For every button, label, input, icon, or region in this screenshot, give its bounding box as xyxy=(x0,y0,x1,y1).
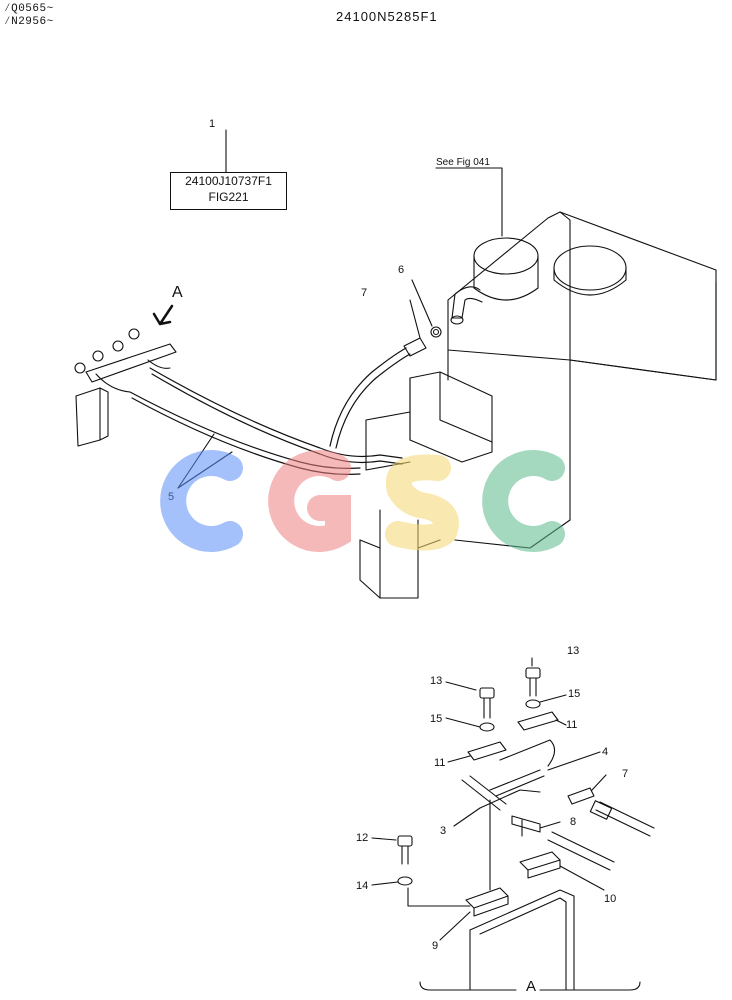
watermark-logo xyxy=(160,450,565,552)
callout-9: 9 xyxy=(432,940,439,952)
see-fig-note: See Fig 041 xyxy=(436,157,490,168)
serial-range-1: ⁄Q0565~ xyxy=(4,3,54,15)
watermark-letter-s xyxy=(385,454,459,551)
callout-13-top: 13 xyxy=(567,645,580,657)
leader-15a xyxy=(445,717,481,728)
watermark-letter-c1 xyxy=(160,450,243,552)
callout-7-detail: 7 xyxy=(622,768,629,780)
watermark-letter-g xyxy=(268,450,351,552)
callout-3: 3 xyxy=(440,825,447,837)
leader-see-fig xyxy=(435,167,503,237)
reference-box: 24100J10737F1 FIG221 xyxy=(170,172,287,210)
callout-14: 14 xyxy=(356,880,369,892)
leader-4 xyxy=(547,751,601,771)
leader-14 xyxy=(371,881,399,886)
serial-range-2: ⁄N2956~ xyxy=(4,16,54,28)
callout-11: 11 xyxy=(434,757,446,769)
leader-11b xyxy=(555,719,567,726)
callout-11-right: 11 xyxy=(566,719,578,731)
leader-10 xyxy=(559,865,605,891)
callout-12: 12 xyxy=(356,832,369,844)
leader-3 xyxy=(453,807,481,827)
leader-13a xyxy=(445,681,477,691)
detail-view-a xyxy=(371,657,655,991)
callout-10: 10 xyxy=(604,893,617,905)
control-valve xyxy=(359,371,493,599)
watermark-letter-c2 xyxy=(482,450,565,552)
leader-15b xyxy=(539,694,567,703)
view-a-detail-label: A xyxy=(526,978,537,995)
callout-15-top: 15 xyxy=(568,688,581,700)
callout-7: 7 xyxy=(361,287,368,299)
callout-4: 4 xyxy=(602,746,609,758)
leader-12 xyxy=(371,837,397,841)
callout-8: 8 xyxy=(570,816,577,828)
reference-box-line-2: FIG221 xyxy=(208,190,249,204)
page-code: 24100N5285F1 xyxy=(336,9,438,24)
callout-6: 6 xyxy=(398,264,405,276)
fitting-6-7 xyxy=(403,279,442,357)
reference-box-line-1: 24100J10737F1 xyxy=(185,174,272,188)
callout-15: 15 xyxy=(430,713,443,725)
leader-11a xyxy=(447,755,471,763)
leader-8 xyxy=(539,821,561,829)
leader-9 xyxy=(439,911,471,941)
leader-7b xyxy=(591,774,607,791)
callout-13: 13 xyxy=(430,675,443,687)
callout-1: 1 xyxy=(209,118,216,130)
pilot-valve-assembly xyxy=(74,328,177,447)
arrow-a xyxy=(152,304,174,326)
view-a-label: A xyxy=(172,284,183,301)
